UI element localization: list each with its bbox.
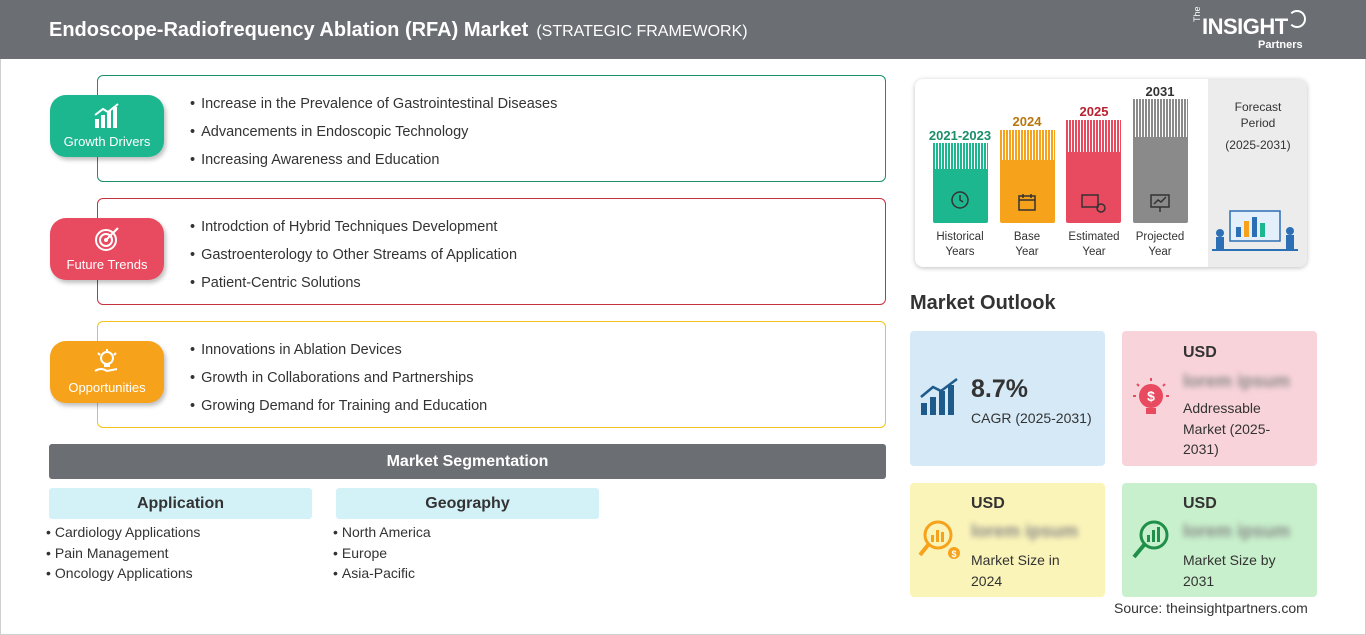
- bar-estimated: [1066, 120, 1121, 223]
- list-item: Pain Management: [46, 545, 200, 566]
- bar-stripe: [1000, 130, 1055, 160]
- growth-drivers-list: Increase in the Prevalence of Gastrointe…: [190, 96, 557, 180]
- list-item: Patient-Centric Solutions: [190, 275, 517, 303]
- future-trends-box: Introdction of Hybrid Techniques Develop…: [97, 198, 886, 305]
- size2024-usd: USD: [971, 495, 1005, 512]
- list-item: Europe: [333, 545, 431, 566]
- size2031-value: lorem ipsum: [1183, 521, 1291, 541]
- addressable-value: lorem ipsum: [1183, 371, 1291, 391]
- analyst-dashboard-illustration-icon: [1212, 210, 1298, 251]
- year-label-projected: 2031: [1145, 84, 1175, 99]
- lightbulb-hand-icon: [94, 349, 118, 373]
- estimate-chart-icon: [1081, 194, 1106, 213]
- page-title: Endoscope-Radiofrequency Ablation (RFA) …: [49, 19, 748, 41]
- future-trends-list: Introdction of Hybrid Techniques Develop…: [190, 219, 517, 303]
- source-credit[interactable]: Source: theinsightpartners.com: [1114, 600, 1308, 616]
- target-icon: [95, 227, 119, 251]
- segment-geography-list: North America Europe Asia-Pacific: [333, 524, 431, 586]
- logo-arc-icon: [1288, 10, 1306, 28]
- list-item: Increase in the Prevalence of Gastrointe…: [190, 96, 557, 124]
- list-item: Advancements in Endoscopic Technology: [190, 124, 557, 152]
- bar-base: [1000, 130, 1055, 223]
- logo-partners: Partners: [1258, 39, 1303, 51]
- opportunities-badge: Opportunities: [50, 341, 164, 403]
- bar-growth-icon: [94, 103, 119, 128]
- list-item: Asia-Pacific: [333, 565, 431, 586]
- presentation-icon: [1150, 194, 1170, 212]
- cagr-label: CAGR (2025-2031): [971, 410, 1092, 426]
- opportunities-label: Opportunities: [68, 380, 146, 395]
- growth-chart-icon: [920, 378, 958, 415]
- bar-projected: [1133, 99, 1188, 223]
- opportunities-list: Innovations in Ablation Devices Growth i…: [190, 342, 487, 426]
- size2024-value: lorem ipsum: [971, 521, 1079, 541]
- future-trends-label: Future Trends: [66, 257, 148, 272]
- list-item: Cardiology Applications: [46, 524, 201, 545]
- list-item: Introdction of Hybrid Techniques Develop…: [190, 219, 517, 247]
- opportunities-box: Innovations in Ablation Devices Growth i…: [97, 321, 886, 428]
- cagr-value: 8.7%: [971, 375, 1028, 403]
- page-subtitle: (STRATEGIC FRAMEWORK): [536, 23, 748, 40]
- growth-drivers-badge: Growth Drivers: [50, 95, 164, 157]
- header-bar: Endoscope-Radiofrequency Ablation (RFA) …: [0, 0, 1366, 59]
- segment-application-list: Cardiology Applications Pain Management …: [46, 524, 201, 586]
- year-label-base: 2024: [1012, 114, 1042, 129]
- growth-drivers-label: Growth Drivers: [63, 134, 151, 149]
- segment-application-header: Application: [49, 488, 312, 519]
- year-label-estimated: 2025: [1079, 104, 1109, 119]
- year-label-historical: 2021-2023: [928, 128, 992, 143]
- insight-partners-logo[interactable]: The INSIGHT Partners: [1192, 6, 1312, 54]
- bar-stripe: [1133, 99, 1188, 137]
- svg-text:$: $: [1147, 388, 1155, 404]
- magnifier-growth-icon: [1132, 520, 1169, 559]
- list-item: Gastroenterology to Other Streams of App…: [190, 247, 517, 275]
- addressable-usd: USD: [1183, 344, 1217, 361]
- history-clock-icon: [951, 191, 969, 209]
- segment-geography-header: Geography: [336, 488, 599, 519]
- bar-historical: [933, 143, 988, 223]
- calendar-icon: [1018, 194, 1036, 211]
- list-item: Growing Demand for Training and Educatio…: [190, 398, 487, 426]
- logo-the: The: [1192, 6, 1202, 22]
- future-trends-badge: Future Trends: [50, 218, 164, 280]
- svg-text:$: $: [951, 549, 956, 559]
- magnifier-chart-icon: $: [918, 520, 960, 559]
- cagr-card: 8.7% CAGR (2025-2031): [910, 331, 1105, 466]
- size2031-usd: USD: [1183, 495, 1217, 512]
- bar-stripe: [933, 143, 988, 169]
- list-item: Growth in Collaborations and Partnership…: [190, 370, 487, 398]
- dollar-lightbulb-icon: $: [1133, 378, 1169, 414]
- market-segmentation-header: Market Segmentation: [49, 444, 886, 479]
- list-item: Innovations in Ablation Devices: [190, 342, 487, 370]
- list-item: Increasing Awareness and Education: [190, 152, 557, 180]
- list-item: Oncology Applications: [46, 565, 200, 586]
- growth-drivers-box: Increase in the Prevalence of Gastrointe…: [97, 75, 886, 182]
- list-item: North America: [333, 524, 431, 545]
- logo-insight: INSIGHT: [1202, 14, 1288, 39]
- bar-stripe: [1066, 120, 1121, 152]
- market-outlook-title: Market Outlook: [910, 292, 1056, 314]
